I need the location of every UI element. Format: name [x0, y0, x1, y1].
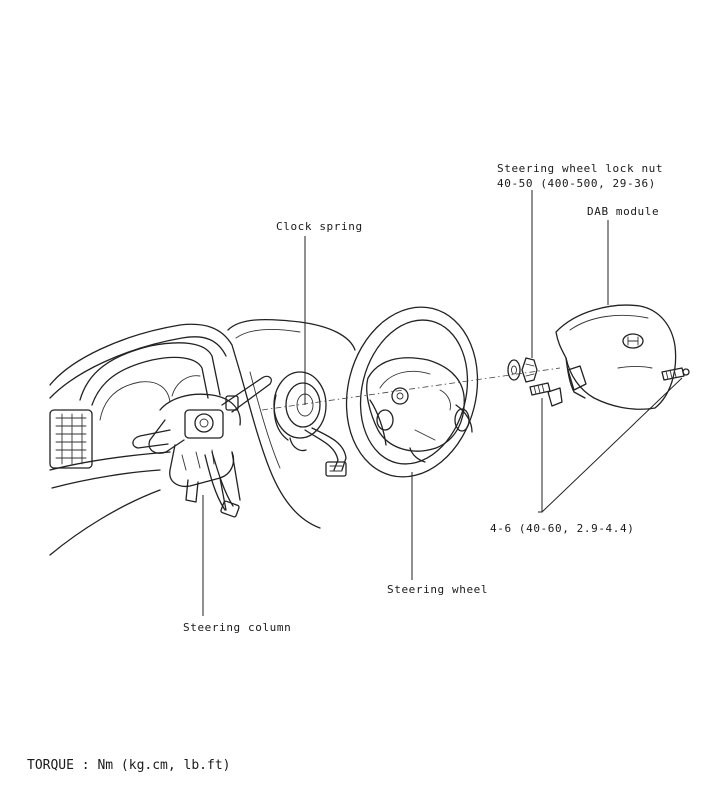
lock-nut-label: Steering wheel lock nut — [497, 162, 664, 175]
bolt-torque-label: 4-6 (40-60, 2.9-4.4) — [490, 522, 635, 535]
steering-column-label: Steering column — [183, 621, 292, 634]
lock-nut-torque: 40-50 (400-500, 29-36) — [497, 177, 656, 190]
lock-nut — [507, 357, 538, 383]
module-bolts — [529, 367, 690, 396]
clock-spring-label: Clock spring — [276, 220, 363, 233]
steering-wheel — [345, 306, 479, 478]
steering-column-assembly — [132, 375, 272, 518]
leader-lines — [202, 190, 683, 616]
dab-module-label: DAB module — [587, 205, 660, 218]
torque-units-note: TORQUE : Nm (kg.cm, lb.ft) — [27, 758, 231, 773]
dashboard — [49, 318, 356, 556]
clock-spring — [273, 371, 347, 477]
dab-module — [547, 304, 677, 410]
steering-wheel-label: Steering wheel — [387, 583, 489, 596]
assembly-axis — [261, 367, 561, 411]
